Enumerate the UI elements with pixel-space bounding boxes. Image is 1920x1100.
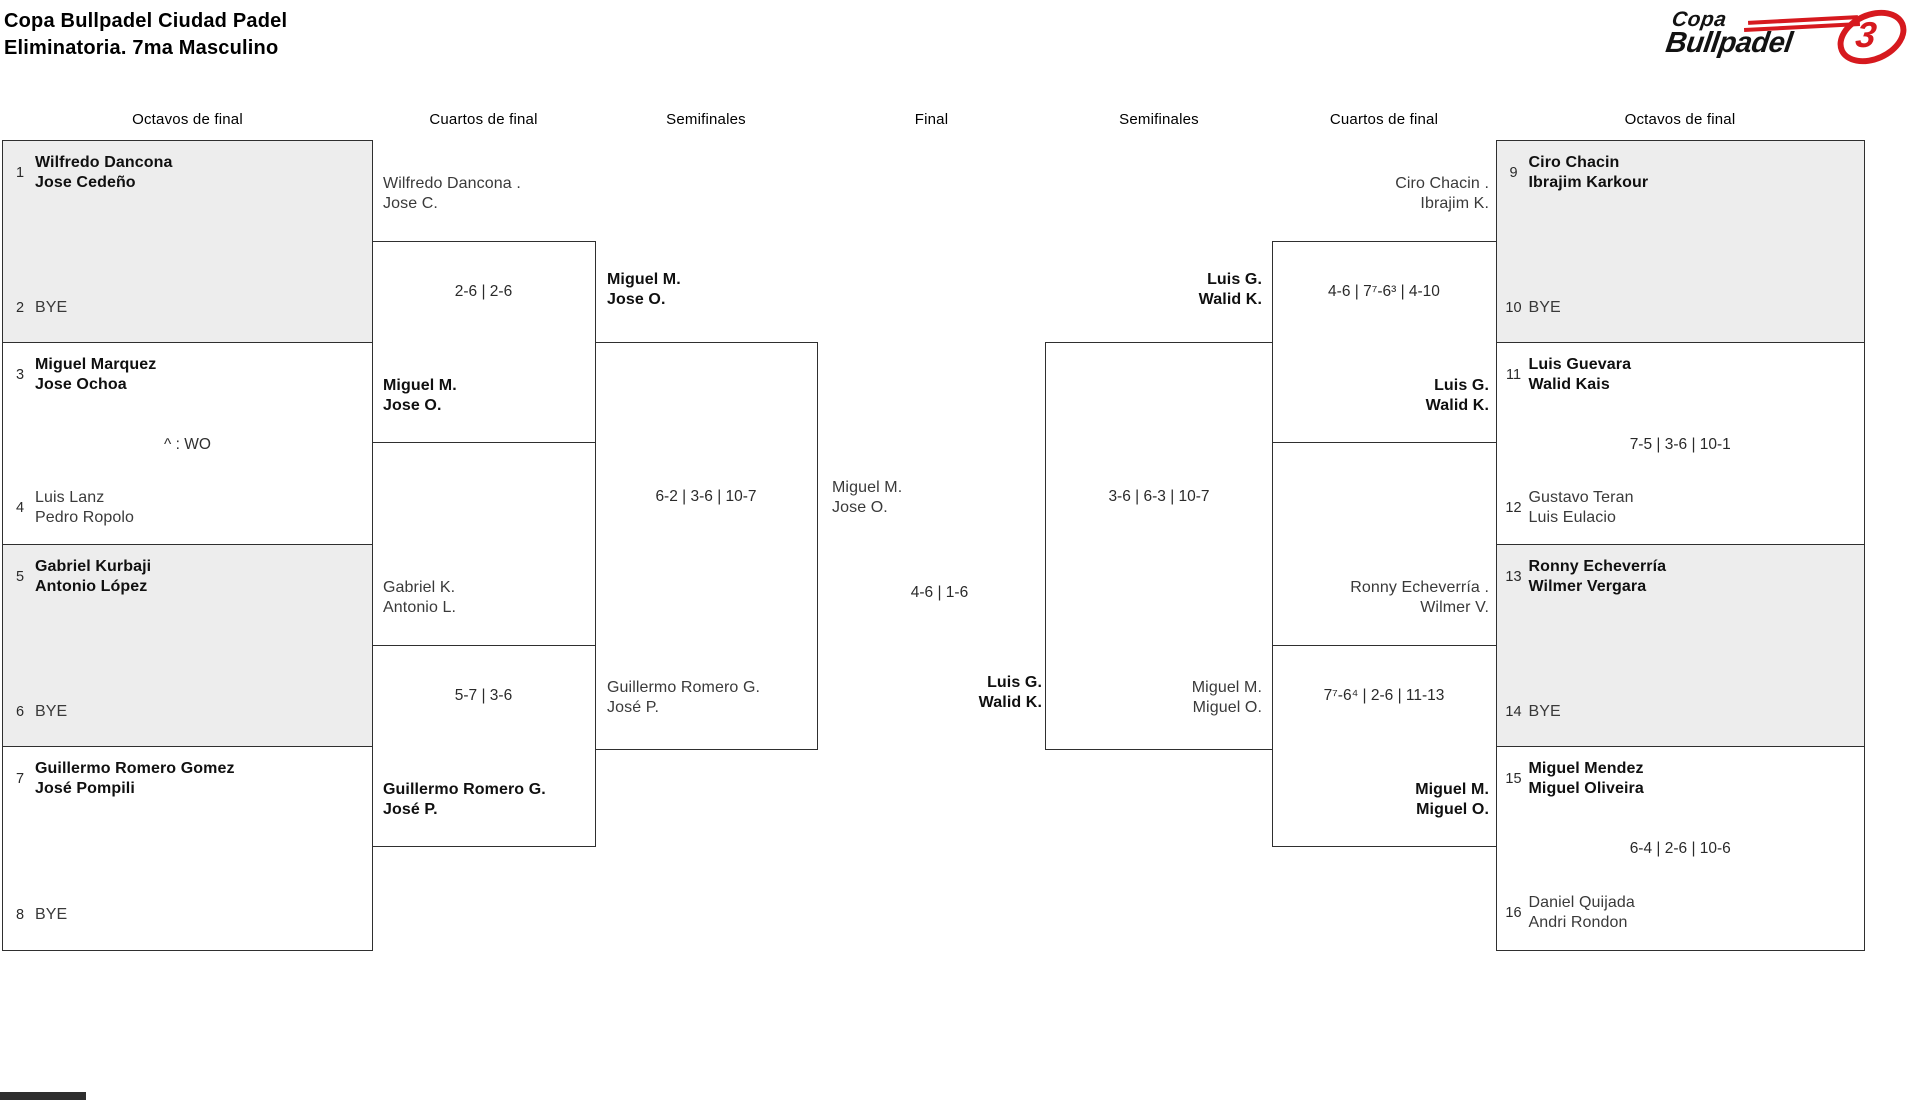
team-label-sf1-bottom: Guillermo Romero G.José P. (607, 679, 761, 716)
team-label-qf4-top: Ronny Echeverría .Wilmer V. (1350, 579, 1489, 616)
team-name: Ciro Chacin (1528, 154, 1620, 171)
page-title-line2: Eliminatoria. 7ma Masculino (4, 37, 279, 59)
team-label-qf1-top: Wilfredo Dancona .Jose C. (383, 175, 521, 212)
team-name: Jose Cedeño (35, 174, 136, 191)
team-name: Gabriel Kurbaji (35, 558, 152, 575)
seed-number: 5 (15, 569, 25, 585)
team-name: José Pompili (35, 780, 135, 797)
score-octavos-6: 7-5 | 3-6 | 10-1 (1629, 436, 1731, 453)
seed-number: 12 (1505, 500, 1522, 516)
seed-number: 8 (15, 907, 25, 923)
score-sf1: 6-2 | 3-6 | 10-7 (655, 488, 757, 505)
seed-number: 2 (15, 300, 25, 316)
team-name: Luis Guevara (1528, 356, 1632, 373)
team-name: BYE (1528, 299, 1561, 316)
walkover-note: ^ : WO (164, 436, 211, 453)
team-name: Guillermo Romero Gomez (35, 760, 235, 777)
team-name: Ibrajim Karkour (1528, 174, 1649, 191)
page-title: Copa Bullpadel Ciudad Padel Eliminatoria… (4, 8, 287, 62)
seed-number: 4 (15, 500, 25, 516)
team-name: Ronny Echeverría (1528, 558, 1667, 575)
score-qf3: 4-6 | 7⁷-6³ | 4-10 (1328, 283, 1440, 300)
round-header-semifinales-right: Semifinales (1119, 111, 1199, 128)
team-name: Antonio López (35, 578, 148, 595)
team-label-qf2-top: Gabriel K.Antonio L. (383, 579, 457, 616)
team-name: Luis Lanz (35, 489, 105, 506)
team-name: Jose Ochoa (35, 376, 127, 393)
team-label-sf1-winner: Miguel M.Jose O. (607, 271, 681, 308)
score-final: 4-6 | 1-6 (910, 584, 969, 601)
round-header-cuartos-left: Cuartos de final (429, 111, 538, 128)
team-name: Miguel Marquez (35, 356, 157, 373)
team-name: BYE (35, 906, 68, 923)
team-label-sf2-winner: Luis G.Walid K. (1198, 271, 1262, 308)
team-label-qf4-winner: Miguel M.Miguel O. (1415, 781, 1489, 818)
team-name: Daniel Quijada (1528, 894, 1635, 911)
round-header-semifinales-left: Semifinales (666, 111, 746, 128)
team-label-qf2-winner: Guillermo Romero G.José P. (383, 781, 546, 818)
page-title-line1: Copa Bullpadel Ciudad Padel (4, 10, 288, 32)
team-name: Wilmer Vergara (1528, 578, 1647, 595)
team-label-qf3-winner: Luis G.Walid K. (1425, 377, 1489, 414)
round-header-cuartos-right: Cuartos de final (1329, 111, 1439, 128)
match-box-cuartos-4 (1271, 645, 1497, 847)
team-name: BYE (35, 703, 68, 720)
seed-number: 9 (1509, 165, 1518, 181)
round-header-octavos-right: Octavos de final (1624, 111, 1736, 128)
team-name: Miguel Mendez (1528, 760, 1644, 777)
score-qf2: 5-7 | 3-6 (454, 687, 513, 704)
seed-number: 16 (1505, 905, 1522, 921)
team-label-final-winner: Luis G.Walid K. (978, 674, 1042, 711)
bottom-edge-artifact (0, 1092, 86, 1100)
team-label-sf2-bottom: Miguel M.Miguel O. (1191, 679, 1262, 716)
match-box-cuartos-2 (371, 645, 596, 847)
seed-number: 3 (15, 367, 25, 383)
team-name: BYE (1528, 703, 1561, 720)
seed-number: 11 (1505, 367, 1522, 383)
round-header-octavos-left: Octavos de final (132, 111, 243, 128)
team-name: BYE (35, 299, 68, 316)
seed-number: 14 (1505, 704, 1522, 720)
team-name: Pedro Ropolo (35, 509, 135, 526)
team-label-qf1-winner: Miguel M.Jose O. (383, 377, 457, 414)
team-name: Andri Rondon (1528, 914, 1628, 931)
score-qf1: 2-6 | 2-6 (454, 283, 513, 300)
seed-number: 10 (1505, 300, 1522, 316)
score-octavos-8: 6-4 | 2-6 | 10-6 (1629, 840, 1731, 857)
match-box-semifinal-2 (1045, 342, 1273, 750)
team-label-final-left: Miguel M.Jose O. (832, 479, 903, 516)
round-header-final: Final (914, 111, 949, 128)
seed-number: 15 (1505, 771, 1522, 787)
match-box-cuartos-3 (1271, 241, 1497, 443)
seed-number: 13 (1505, 569, 1522, 585)
team-label-qf3-top: Ciro Chacin .Ibrajim K. (1395, 175, 1489, 212)
match-box-cuartos-1 (371, 241, 596, 443)
team-name: Gustavo Teran (1528, 489, 1634, 506)
team-name: Wilfredo Dancona (35, 154, 173, 171)
logo-word-bullpadel: Bullpadel (1663, 27, 1795, 59)
score-sf2: 3-6 | 6-3 | 10-7 (1108, 488, 1210, 505)
score-qf4: 7⁷-6⁴ | 2-6 | 11-13 (1323, 687, 1445, 704)
seed-number: 1 (15, 165, 25, 181)
match-box-semifinal-1 (594, 342, 818, 750)
seed-number: 6 (15, 704, 25, 720)
team-name: Walid Kais (1528, 376, 1610, 393)
seed-number: 7 (15, 771, 25, 787)
team-name: Miguel Oliveira (1528, 780, 1644, 797)
team-name: Luis Eulacio (1528, 509, 1616, 526)
